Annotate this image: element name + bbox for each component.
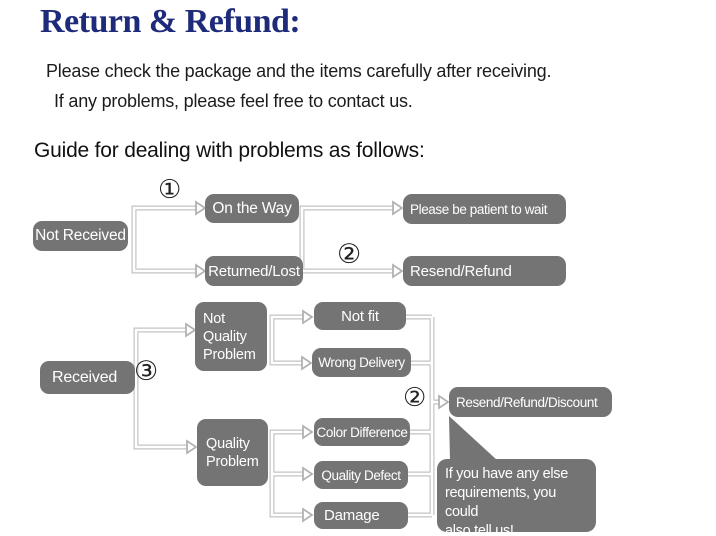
- circled-2-marker-bottom: ②: [403, 383, 427, 413]
- node-quality-defect: Quality Defect: [314, 461, 408, 489]
- node-color-difference: Color Difference: [314, 418, 410, 446]
- node-resend-refund: Resend/Refund: [403, 256, 566, 286]
- node-resend-refund-discount: Resend/Refund/Discount: [449, 387, 612, 417]
- node-not-quality-problem: Not Quality Problem: [195, 302, 267, 371]
- bubble-line-3: also tell us!: [445, 523, 514, 536]
- node-not-fit: Not fit: [314, 302, 406, 330]
- page-title: Return & Refund:: [40, 3, 301, 40]
- bubble-line-1: If you have any else: [445, 466, 568, 482]
- node-damage: Damage: [314, 502, 408, 529]
- circled-2-marker-top: ②: [337, 239, 362, 270]
- node-on-the-way: On the Way: [205, 194, 299, 223]
- speech-bubble-tail: [449, 416, 498, 461]
- speech-bubble: If you have any else requirements, you c…: [437, 459, 596, 536]
- node-received: Received: [40, 361, 135, 394]
- circled-1-marker: ①: [158, 175, 182, 205]
- circled-3-marker: ③: [134, 356, 159, 387]
- bubble-line-2: requirements, you could: [445, 485, 556, 520]
- node-please-be-patient: Please be patient to wait: [403, 194, 566, 224]
- node-returned-lost: Returned/Lost: [205, 256, 303, 286]
- intro-line-1: Please check the package and the items c…: [46, 61, 552, 81]
- node-not-received: Not Received: [33, 221, 128, 251]
- node-quality-problem: Quality Problem: [197, 419, 268, 486]
- guide-heading: Guide for dealing with problems as follo…: [34, 139, 425, 162]
- node-wrong-delivery: Wrong Delivery: [312, 348, 411, 377]
- intro-line-2: If any problems, please feel free to con…: [54, 91, 413, 111]
